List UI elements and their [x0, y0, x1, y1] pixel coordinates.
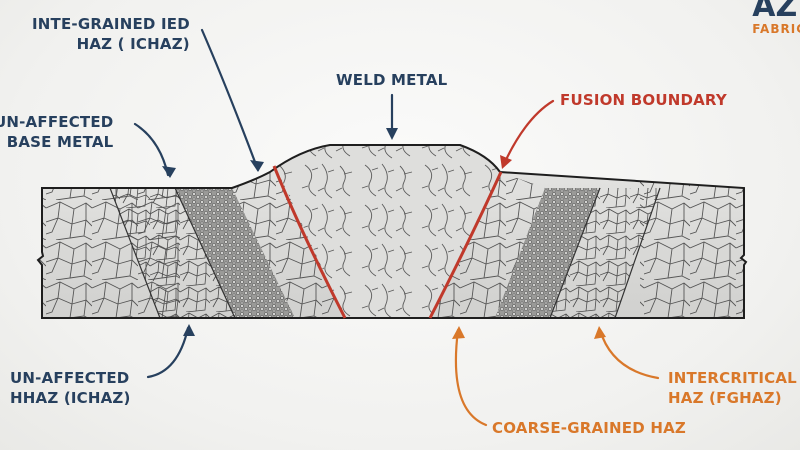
right-intercritical-zone [550, 188, 660, 318]
label-unaffected-hhaz: UN-AFFECTED HHAZ (ICHAZ) [10, 368, 131, 408]
fusion-boundary-right [428, 171, 503, 319]
arrow-intercritical-haz [598, 328, 660, 380]
label-intercritical-haz-line1: INTERCRITICAL [668, 369, 797, 387]
fusion-boundary-left [272, 165, 347, 319]
brand-logo-subtext: FABRIC [752, 22, 800, 36]
label-unaffected-hhaz-line1: UN-AFFECTED [10, 369, 130, 387]
arrowhead-fusion-boundary [500, 155, 512, 169]
brand-logo-mark: AZ [752, 0, 798, 24]
label-unaffected-hhaz-line2: HHAZ (ICHAZ) [10, 389, 131, 407]
label-intergrained-haz: INTE-GRAINED IED HAZ ( ICHAZ) [32, 14, 190, 54]
arrow-fusion-boundary [501, 99, 555, 168]
right-base-metal-zone [640, 145, 746, 318]
label-fusion-boundary: FUSION BOUNDARY [560, 91, 727, 109]
arrowhead-coarse-grained [452, 326, 465, 339]
right-fine-grain-haz-band [495, 188, 600, 318]
label-intergrained-haz-line1: INTE-GRAINED IED [32, 15, 190, 33]
plate-outline [36, 144, 748, 319]
arrowhead-weld-metal [386, 128, 398, 140]
arrow-intergrained-haz [200, 28, 260, 172]
left-intercritical-zone [110, 188, 235, 318]
arrowhead-intercritical [594, 326, 606, 339]
brand-logo: AZ FABRIC [752, 0, 800, 36]
right-coarse-grain-haz [430, 172, 545, 318]
arrow-unaffected-hhaz [146, 326, 190, 379]
arrowhead-unaffected-hhaz [183, 324, 195, 336]
label-weld-metal: WELD METAL [336, 71, 448, 89]
label-intercritical-haz-line2: HAZ (FGHAZ) [668, 389, 782, 407]
label-intercritical-haz: INTERCRITICAL HAZ (FGHAZ) [668, 368, 797, 408]
label-coarse-grained-haz: COARSE-GRAINED HAZ [492, 419, 686, 437]
arrow-coarse-grained-haz [454, 328, 488, 427]
label-unaffected-base-line2: BASE METAL [6, 133, 114, 151]
label-unaffected-base-line1: UN-AFFECTED [0, 113, 114, 131]
plate-body [38, 145, 746, 318]
left-fine-grain-haz-band [175, 188, 295, 318]
label-unaffected-base-metal: UN-AFFECTED BASE METAL [0, 112, 113, 152]
arrowhead-unaffected-base [162, 166, 176, 178]
arrowhead-intergrained [250, 160, 264, 172]
label-intergrained-haz-line2: HAZ ( ICHAZ) [76, 35, 190, 53]
